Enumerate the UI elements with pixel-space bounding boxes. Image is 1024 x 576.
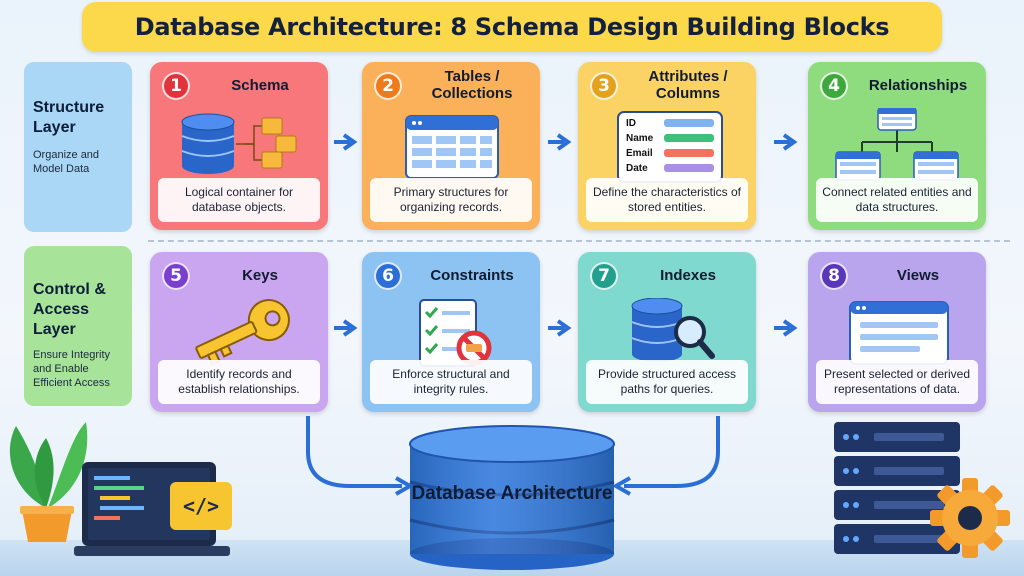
- flow-arrow-icon: [774, 319, 798, 337]
- block-number-badge: 1: [162, 72, 190, 100]
- central-database-icon: [409, 425, 615, 570]
- key-icon: [150, 298, 328, 368]
- block-card-attributes: 3 Attributes / Columns ID Name Email Dat…: [578, 62, 756, 230]
- block-title: Views: [896, 266, 940, 284]
- attribute-list-icon: ID Name Email Date: [578, 108, 756, 188]
- flow-arrow-icon: [548, 133, 572, 151]
- structure-layer-label: Structure Layer Organize and Model Data: [24, 62, 132, 232]
- block-card-tables: 2 Tables / Collections Primary structure…: [362, 62, 540, 230]
- gear-icon: [930, 478, 1010, 558]
- database-magnifier-icon: [578, 297, 756, 368]
- block-card-relationships: 4 Relationships Connect relat: [808, 62, 986, 230]
- block-number-badge: 3: [590, 72, 618, 100]
- flow-arrow-icon: [334, 133, 358, 151]
- block-card-constraints: 6 Constraints Enforce structural and int…: [362, 252, 540, 412]
- block-number-badge: 2: [374, 72, 402, 100]
- relationship-tables-icon: [808, 107, 986, 188]
- attribute-field-date: Date: [626, 163, 648, 174]
- view-window-icon: [808, 298, 986, 368]
- block-title: Attributes / Columns: [648, 68, 728, 102]
- server-rack-icon: [834, 422, 960, 554]
- block-description: Define the characteristics of stored ent…: [586, 178, 748, 222]
- block-title: Indexes: [660, 266, 716, 284]
- block-description: Enforce structural and integrity rules.: [370, 360, 532, 404]
- database-folder-icon: [150, 108, 328, 188]
- layer-divider: [148, 240, 1010, 242]
- block-description: Connect related entities and data struct…: [816, 178, 978, 222]
- block-card-keys: 5 Keys Identify records and establish re…: [150, 252, 328, 412]
- block-number-badge: 7: [590, 262, 618, 290]
- attribute-field-id: ID: [626, 118, 636, 129]
- block-card-views: 8 Views Present selected or derived repr…: [808, 252, 986, 412]
- block-title: Tables / Collections: [431, 68, 513, 102]
- checklist-prohibited-icon: [362, 298, 540, 368]
- block-description: Identify records and establish relations…: [158, 360, 320, 404]
- code-badge: </>: [170, 482, 232, 530]
- control-layer-description: Ensure Integrity and Enable Efficient Ac…: [33, 349, 111, 389]
- structure-layer-description: Organize and Model Data: [33, 149, 100, 175]
- block-description: Present selected or derived representati…: [816, 360, 978, 404]
- block-card-schema: 1 Schema Logical container for database …: [150, 62, 328, 230]
- page-title: Database Architecture: 8 Schema Design B…: [134, 13, 890, 41]
- flow-arrow-icon: [774, 133, 798, 151]
- block-title: Keys: [242, 266, 278, 284]
- block-title: Relationships: [868, 76, 968, 94]
- block-card-indexes: 7 Indexes Provide structured access path…: [578, 252, 756, 412]
- block-title: Constraints: [430, 266, 514, 284]
- control-layer-title: Control & Access Layer: [33, 281, 106, 338]
- block-number-badge: 4: [820, 72, 848, 100]
- central-database-label: Database Architecture: [411, 483, 613, 504]
- block-number-badge: 5: [162, 262, 190, 290]
- title-banner: Database Architecture: 8 Schema Design B…: [82, 2, 942, 52]
- connector-arrows-icon: [306, 416, 720, 496]
- control-layer-label: Control & Access Layer Ensure Integrity …: [24, 246, 132, 406]
- block-title: Schema: [231, 76, 289, 94]
- plant-icon: [9, 422, 88, 542]
- block-number-badge: 6: [374, 262, 402, 290]
- block-description: Provide structured access paths for quer…: [586, 360, 748, 404]
- table-grid-icon: [362, 108, 540, 188]
- attribute-field-name: Name: [626, 133, 654, 144]
- block-description: Primary structures for organizing record…: [370, 178, 532, 222]
- block-number-badge: 8: [820, 262, 848, 290]
- flow-arrow-icon: [548, 319, 572, 337]
- structure-layer-title: Structure Layer: [33, 99, 105, 136]
- attribute-field-email: Email: [626, 148, 653, 159]
- flow-arrow-icon: [334, 319, 358, 337]
- block-description: Logical container for database objects.: [158, 178, 320, 222]
